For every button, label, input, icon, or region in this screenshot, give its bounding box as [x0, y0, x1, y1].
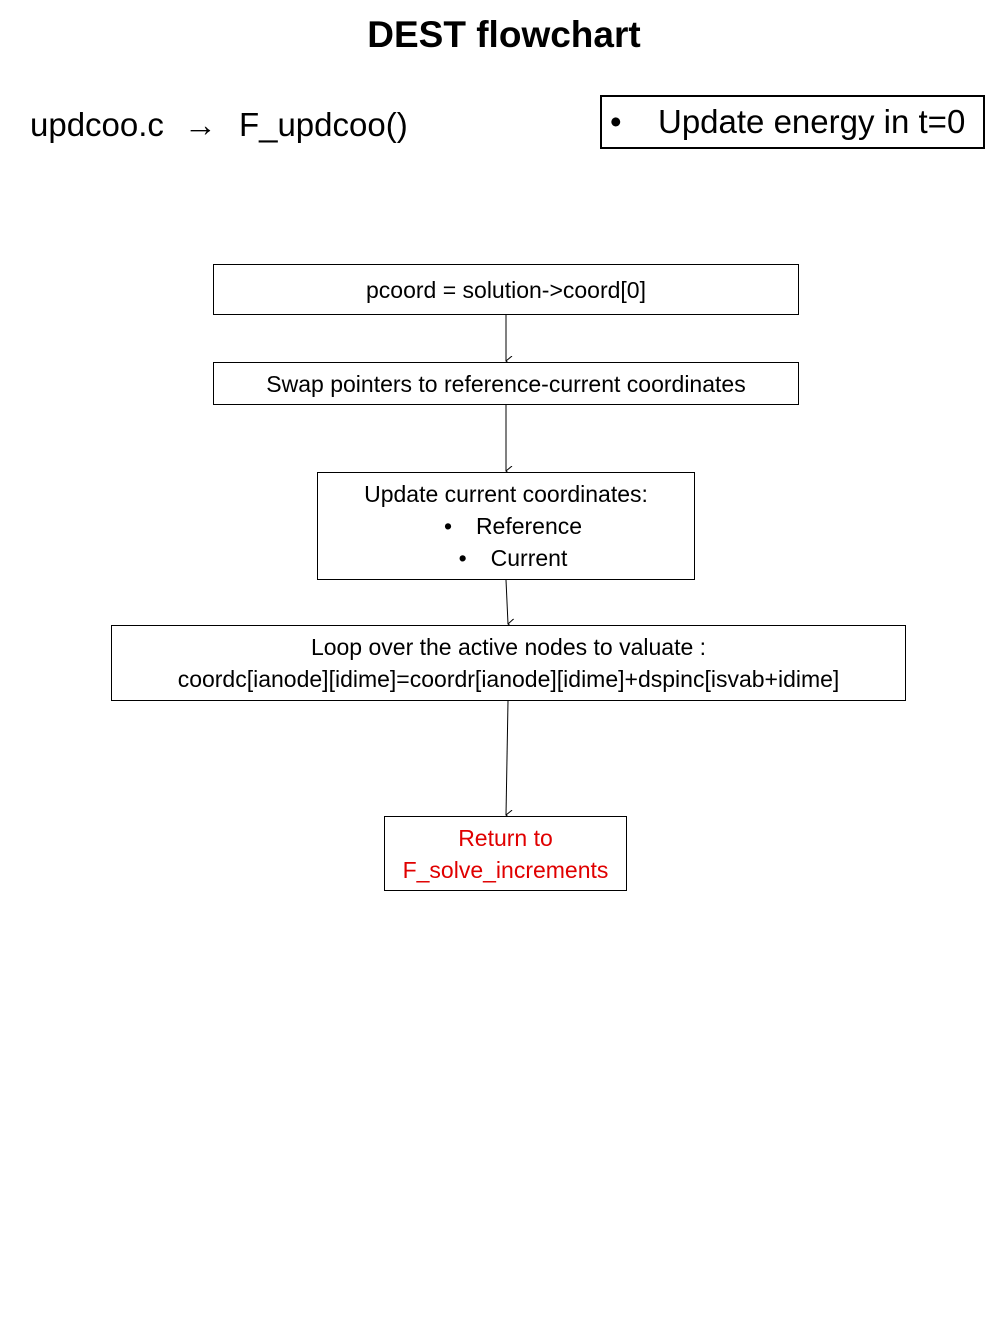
connector-arrow-3 — [505, 579, 508, 624]
file-name: updcoo.c — [30, 106, 164, 143]
flow-step-target: F_solve_increments — [402, 856, 609, 883]
list-item-label: Current — [490, 545, 568, 571]
flow-step-heading: Update current coordinates: — [364, 481, 648, 507]
flow-step-text: Swap pointers to reference-current coord… — [266, 370, 746, 397]
flow-step-pcoord: pcoord = solution->coord[0] — [213, 264, 799, 315]
flow-step-text: Return to — [458, 824, 553, 851]
list-item: • Current — [459, 542, 568, 574]
list-item-label: Reference — [475, 513, 583, 539]
list-item: • Reference — [444, 510, 582, 542]
note-text: Update energy in t=0 — [658, 103, 966, 140]
flow-step-formula: coordc[ianode][idime]=coordr[ianode][idi… — [177, 666, 840, 692]
page-title: DEST flowchart — [367, 14, 641, 55]
flow-step-loop-nodes: Loop over the active nodes to valuate : … — [111, 625, 906, 701]
note-box: • Update energy in t=0 — [600, 95, 985, 149]
bullet-icon: • — [458, 545, 467, 571]
function-header: updcoo.c → F_updcoo() — [30, 102, 408, 148]
bullet-icon: • — [443, 513, 452, 539]
flow-step-text: pcoord = solution->coord[0] — [365, 276, 646, 303]
function-name: F_updcoo() — [238, 106, 408, 143]
flow-step-update-coordinates: Update current coordinates: • Reference … — [317, 472, 695, 580]
flow-step-swap-pointers: Swap pointers to reference-current coord… — [213, 362, 799, 405]
flow-step-return: Return to F_solve_increments — [384, 816, 627, 891]
bullet-icon: • — [610, 103, 622, 140]
connector-arrow-4 — [506, 700, 508, 815]
flow-step-text: Loop over the active nodes to valuate : — [310, 634, 707, 660]
arrow-right-icon: → — [183, 106, 217, 143]
